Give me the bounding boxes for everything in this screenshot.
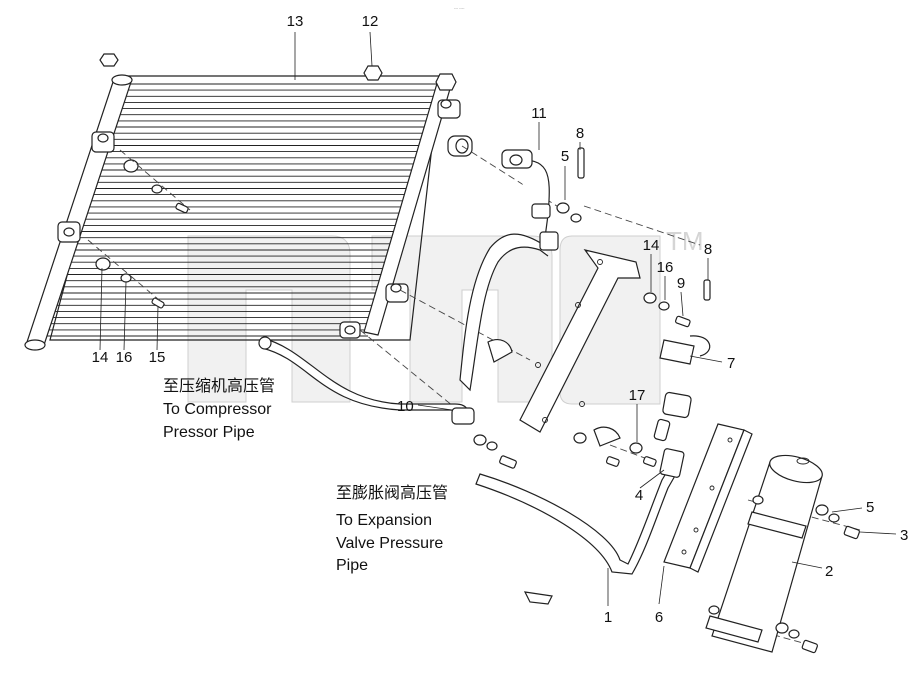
callout-12: 12 — [362, 13, 379, 30]
callout-8a: 8 — [576, 125, 584, 142]
note-to-expansion-valve: 至膨胀阀高压管 To Expansion Valve Pressure Pipe — [336, 484, 448, 574]
callout-11: 11 — [531, 105, 547, 122]
callout-numbers: 13 12 11 8 5 14 8 16 9 7 17 4 14 16 15 1… — [92, 13, 909, 626]
note-compressor-zh: 至压缩机高压管 — [163, 377, 275, 395]
condenser — [24, 53, 473, 351]
callout-8b: 8 — [704, 241, 712, 258]
callout-5a: 5 — [561, 148, 569, 165]
trademark-mark: TM — [666, 226, 704, 256]
leader-lines — [99, 31, 897, 606]
hose-11 — [459, 149, 559, 392]
callout-10: 10 — [397, 398, 414, 415]
callout-14a: 14 — [92, 349, 109, 366]
callout-6: 6 — [655, 609, 663, 626]
note-to-compressor: 至压缩机高压管 To Compressor Pressor Pipe — [163, 377, 275, 441]
callout-3: 3 — [900, 527, 908, 544]
note-expansion-en3: Pipe — [336, 557, 368, 574]
mounting-bracket — [487, 249, 643, 454]
fittings-right — [556, 147, 860, 654]
note-expansion-en1: To Expansion — [336, 512, 432, 529]
callout-17: 17 — [629, 387, 646, 404]
callout-5b: 5 — [866, 499, 874, 516]
note-expansion-zh: 至膨胀阀高压管 — [336, 484, 448, 502]
callout-4: 4 — [635, 487, 643, 504]
watermark-logo: TM — [187, 226, 704, 405]
callout-2: 2 — [825, 563, 833, 580]
condenser-fasteners — [120, 184, 189, 309]
callout-16b: 16 — [657, 259, 674, 276]
note-compressor-en2: Pressor Pipe — [163, 424, 255, 441]
hose-1 — [475, 448, 685, 605]
callout-7: 7 — [727, 355, 735, 372]
callout-1: 1 — [604, 609, 612, 626]
callout-9: 9 — [677, 275, 685, 292]
callout-13: 13 — [287, 13, 304, 30]
callout-14b: 14 — [643, 237, 660, 254]
note-compressor-en1: To Compressor — [163, 401, 272, 418]
callout-16a: 16 — [116, 349, 133, 366]
bracket-plate-6 — [663, 423, 753, 573]
header-mark: --- ---- — [454, 5, 465, 10]
receiver-drier — [705, 454, 823, 653]
callout-15: 15 — [149, 349, 166, 366]
note-expansion-en2: Valve Pressure — [336, 535, 443, 552]
hose-10 — [258, 336, 517, 469]
